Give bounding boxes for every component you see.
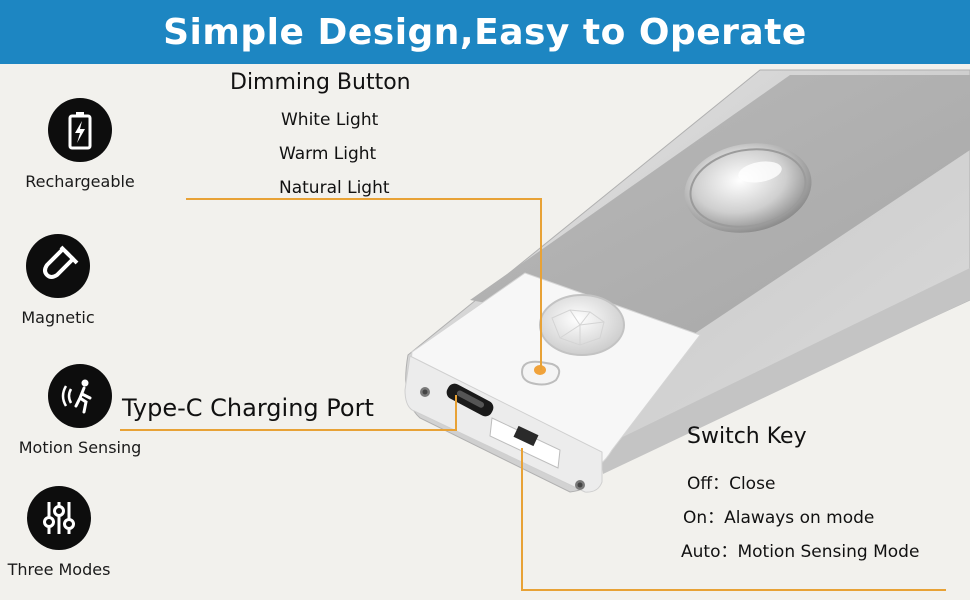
feature-label: Motion Sensing	[18, 438, 142, 457]
switch-slider	[489, 417, 561, 469]
dimming-option: Natural Light	[279, 178, 390, 198]
feature-label: Three Modes	[7, 560, 111, 579]
dimming-title: Dimming Button	[230, 70, 411, 95]
magnet-icon	[26, 234, 90, 298]
sliders-icon	[27, 486, 91, 550]
feature-three-modes: Three Modes	[0, 486, 139, 579]
feature-label: Magnetic	[21, 308, 95, 327]
switch-key-option: On：Alaways on mode	[683, 508, 875, 528]
feature-rechargeable: Rechargeable	[0, 98, 160, 191]
feature-label: Rechargeable	[25, 172, 135, 191]
page-title: Simple Design,Easy to Operate	[163, 11, 807, 53]
feature-magnetic: Magnetic	[0, 234, 138, 327]
switch-key-option: Auto：Motion Sensing Mode	[681, 542, 920, 562]
header-banner: Simple Design,Easy to Operate	[0, 0, 970, 64]
charging-title: Type-C Charging Port	[122, 394, 374, 422]
switch-key-title: Switch Key	[687, 424, 807, 449]
dimming-option: White Light	[281, 110, 379, 130]
battery-charging-icon	[48, 98, 112, 162]
motion-sensing-icon	[48, 364, 112, 428]
switch-key-option: Off：Close	[687, 474, 776, 494]
feature-motion-sensing: Motion Sensing	[0, 364, 160, 457]
side-rail	[600, 268, 970, 474]
dimming-option: Warm Light	[279, 144, 377, 164]
